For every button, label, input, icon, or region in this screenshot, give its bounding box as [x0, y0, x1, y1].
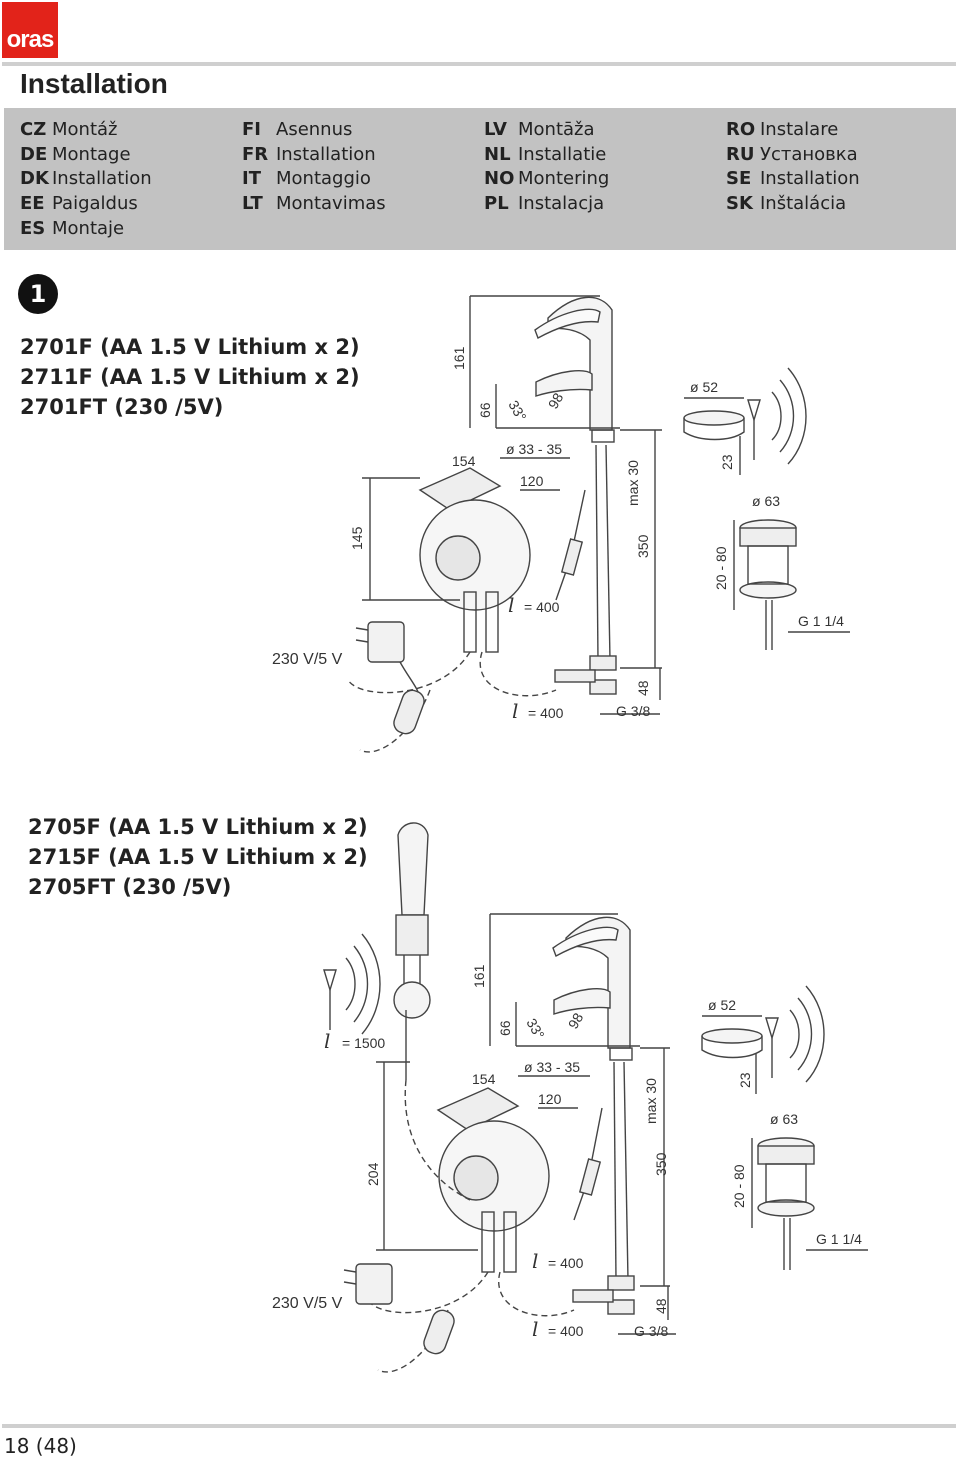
dim-dia52: ø 52 [708, 997, 736, 1013]
section2-model-list: 2705F (AA 1.5 V Lithium x 2) 2715F (AA 1… [28, 812, 368, 902]
dim-max30: max 30 [625, 460, 641, 506]
oras-logo: oras [2, 2, 58, 58]
dim-dia52: ø 52 [690, 379, 718, 395]
logo-text: oras [6, 26, 55, 53]
dim-161: 161 [471, 964, 487, 988]
psu-voltage: 230 V/5 V [272, 651, 343, 668]
dim-154: 154 [452, 453, 476, 469]
dim-hose-length-1: = 400 [548, 1255, 584, 1271]
page-title: Installation [20, 68, 168, 99]
dim-hose-length-2: = 400 [528, 705, 564, 721]
length-symbol: l [512, 699, 518, 723]
step-number-badge: 1 [18, 274, 58, 314]
dim-hose-length-2: = 400 [548, 1323, 584, 1339]
dim-48: 48 [635, 680, 651, 696]
dim-120: 120 [520, 473, 544, 489]
dim-66: 66 [497, 1020, 513, 1036]
length-symbol: l [508, 593, 514, 617]
model-line: 2711F (AA 1.5 V Lithium x 2) [20, 365, 360, 389]
bottom-rule [2, 1424, 956, 1428]
section1-model-list: 2701F (AA 1.5 V Lithium x 2) 2711F (AA 1… [20, 332, 360, 422]
length-symbol: l [324, 1029, 330, 1053]
dim-98: 98 [545, 390, 567, 412]
top-rule [2, 62, 956, 66]
dim-max30: max 30 [643, 1078, 659, 1124]
psu-voltage: 230 V/5 V [272, 1295, 343, 1312]
thread-g114: G 1 1/4 [816, 1231, 862, 1247]
model-line: 2715F (AA 1.5 V Lithium x 2) [28, 845, 368, 869]
dim-23: 23 [737, 1072, 753, 1088]
dim-hose-1500: = 1500 [342, 1035, 385, 1051]
dim-350: 350 [653, 1152, 669, 1176]
page-number: 18 (48) [4, 1434, 77, 1458]
dim-154: 154 [472, 1071, 496, 1087]
dim-dia63: ø 63 [752, 493, 780, 509]
thread-g114: G 1 1/4 [798, 613, 844, 629]
thread-g38: G 3/8 [616, 703, 650, 719]
length-symbol: l [532, 1249, 538, 1273]
dim-204: 204 [365, 1162, 381, 1186]
model-line: 2701FT (230 /5V) [20, 395, 224, 419]
dim-hole-diameter: ø 33 - 35 [524, 1059, 580, 1075]
model-line: 2705F (AA 1.5 V Lithium x 2) [28, 815, 368, 839]
dim-98: 98 [565, 1010, 587, 1032]
dim-66: 66 [477, 402, 493, 418]
dim-20-80: 20 - 80 [731, 1164, 747, 1208]
dim-20-80: 20 - 80 [713, 546, 729, 590]
dim-120: 120 [538, 1091, 562, 1107]
model-line: 2701F (AA 1.5 V Lithium x 2) [20, 335, 360, 359]
dim-hose-length-1: = 400 [524, 599, 560, 615]
dim-hole-diameter: ø 33 - 35 [506, 441, 562, 457]
model-line: 2705FT (230 /5V) [28, 875, 232, 899]
dim-23: 23 [719, 454, 735, 470]
dim-angle: 33° [523, 1016, 547, 1042]
dim-dia63: ø 63 [770, 1111, 798, 1127]
length-symbol: l [532, 1317, 538, 1341]
installation-drawing-1: 161 66 33° 98 154 ø 33 - 35 120 max 30 1… [272, 295, 850, 753]
thread-g38: G 3/8 [634, 1323, 668, 1339]
dim-161: 161 [451, 346, 467, 370]
dim-350: 350 [635, 534, 651, 558]
dim-48: 48 [653, 1298, 669, 1314]
dim-145: 145 [349, 526, 365, 550]
